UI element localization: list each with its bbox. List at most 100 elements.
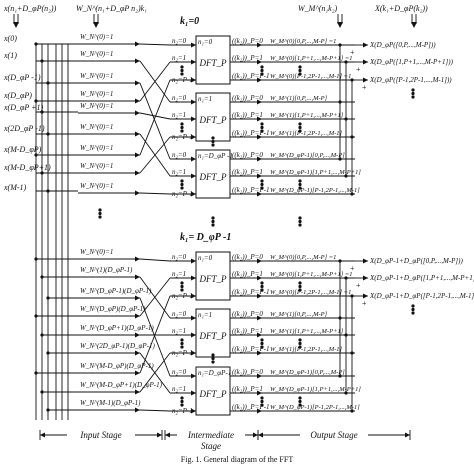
n2-ellipsis: [180, 399, 184, 404]
dft-label: DFT_P: [199, 115, 228, 125]
twiddle-n-factor: W_N^(0)=1: [80, 162, 113, 170]
dft-label: DFT_P: [199, 389, 228, 399]
output-arrowhead: [363, 77, 368, 83]
twiddle-n-factor: W_N^(0)=1: [80, 102, 113, 110]
dft-ellipsis: [211, 136, 215, 140]
dft-label: DFT_P: [199, 331, 228, 341]
k2-arrowhead: [257, 59, 262, 65]
dft-input-arrowhead: [191, 173, 196, 179]
dft-input-arrowhead: [191, 373, 196, 379]
wm-ellipsis: [298, 338, 302, 342]
sum-junction: [338, 100, 342, 104]
output-arrowhead: [363, 59, 368, 65]
block-ellipsis: [211, 216, 215, 220]
twiddle-n-factor: W_N^(0)=1: [80, 90, 113, 98]
twiddle-m-factor: W_M^(1)[1,P+1,...,M-P+1]: [270, 112, 344, 119]
k2-arrowhead: [257, 373, 262, 379]
n2-label: n₂=1: [172, 111, 186, 119]
k2-ellipsis: [260, 341, 264, 346]
header-arrowhead: [337, 22, 343, 28]
sum-junction: [338, 157, 342, 161]
twiddle-m-factor: W_M^(D_φP-1)[1,P+1,...,M-P+1]: [270, 169, 361, 176]
sum-junction: [350, 135, 354, 139]
n2-ellipsis: [180, 284, 184, 289]
sum-junction: [344, 333, 348, 337]
n2-label: n₂=1: [172, 168, 186, 176]
k2-label: ((k₂))_P=1: [232, 385, 263, 393]
output-ellipsis: [411, 307, 415, 312]
sum-junction: [344, 174, 348, 178]
k2-arrowhead: [257, 315, 262, 321]
output-ellipsis: [411, 91, 415, 96]
n2-ellipsis: [180, 396, 184, 400]
block-ellipsis: [211, 223, 215, 227]
dft-input-arrowhead: [191, 315, 196, 321]
stage-arrowhead: [405, 432, 410, 438]
twiddle-n-label: W_N^(n₁+D_φP n₂)k₁: [76, 4, 147, 13]
dft-input-arrowhead: [191, 408, 196, 414]
k2-label: ((k₂))_P=P-1: [232, 186, 269, 194]
k1-label: k₁=0: [180, 16, 199, 27]
n2-label: n₂=0: [172, 310, 187, 318]
n2-label: n₂=1: [172, 54, 186, 62]
n2-label: n₂=1: [172, 270, 186, 278]
twiddle-n-factor: W_N^(1)(D_φP-1): [80, 266, 133, 274]
twiddle-n-factor: W_N^(D_φP-1)(D_φP-1): [80, 287, 152, 295]
dft-n1-label: n₁=0: [198, 254, 213, 262]
dft-box: [195, 251, 231, 301]
n2-ellipsis: [180, 288, 184, 292]
k2-arrowhead: [257, 390, 262, 396]
k2-arrowhead: [257, 156, 262, 162]
wm-ellipsis: [298, 345, 302, 349]
n2-ellipsis: [180, 68, 184, 73]
twiddle-n-factor: W_N^(0)=1: [80, 123, 113, 131]
stage-label-bg: [67, 428, 135, 441]
twiddle-n-factor: W_N^(M-D_φP+1)(D_φP-1): [80, 381, 163, 389]
output-label: X(D_φP-1+D_φP([P-1,2P-1,...,M-1])): [369, 292, 474, 300]
k2-label: ((k₂))_P=1: [232, 270, 263, 278]
n2-label: n₂=0: [172, 37, 187, 45]
output-ellipsis: [411, 304, 415, 308]
k2-arrowhead: [257, 408, 262, 414]
input-junction: [46, 351, 50, 355]
output-index-label: X(k₁+D_φP(k₂)): [374, 4, 428, 13]
dft-n1-label: n₁=1: [198, 311, 212, 319]
stage-label-intermediate: Intermediate: [187, 430, 234, 440]
output-ellipsis: [411, 95, 415, 99]
k2-label: ((k₂))_P=0: [232, 310, 263, 318]
dft-label: DFT_P: [199, 172, 228, 182]
butterfly-wire: [139, 258, 171, 262]
wm-ellipsis: [298, 281, 302, 285]
k2-arrowhead: [257, 134, 262, 140]
stage-label-intermediate-2: Stage: [201, 441, 221, 451]
dft-input-arrowhead: [191, 275, 196, 281]
butterfly-wire: [139, 79, 171, 156]
stage-label-output: Output Stage: [310, 430, 357, 440]
butterfly-wire: [139, 112, 171, 120]
dft-ellipsis: [211, 360, 215, 364]
wm-ellipsis: [298, 341, 302, 346]
dft-input-arrowhead: [191, 99, 196, 105]
sum-junction: [338, 259, 342, 263]
block-ellipsis: [298, 223, 302, 227]
sum-junction: [338, 316, 342, 320]
sum-sign: +: [362, 299, 367, 308]
twiddle-m-factor: W_M^(0)[P-1,2P-1,...,M-1] =1: [270, 73, 351, 80]
twiddle-m-factor: W_M^(1)[1,P+1,...,M-P+1]: [270, 328, 344, 335]
twiddle-m-factor: W_M^(1)[P-1,2P-1,...,M-1]: [270, 130, 343, 137]
stage-arrowhead: [40, 432, 45, 438]
twiddle-m-factor: W_M^(0)[0,P,...,M-P] =1: [270, 254, 336, 261]
k2-ellipsis: [260, 68, 264, 73]
k2-arrowhead: [257, 42, 262, 48]
input-sample-label: x(M-D_φP+1): [3, 163, 51, 172]
dft-label: DFT_P: [199, 274, 228, 284]
sum-junction: [350, 192, 354, 196]
n2-ellipsis: [180, 65, 184, 69]
twiddle-m-factor: W_M^(0)[1,P+1,...,M-P+1] =1: [270, 55, 353, 62]
input-sample-label: x(D_φP +1): [3, 103, 44, 112]
k2-arrowhead: [257, 258, 262, 264]
input-sample-label: x(1): [3, 51, 17, 60]
twiddle-m-factor: W_M^(D_φP-1)[0,P,...,M-P]: [270, 152, 345, 159]
sum-sign: +: [356, 281, 361, 290]
